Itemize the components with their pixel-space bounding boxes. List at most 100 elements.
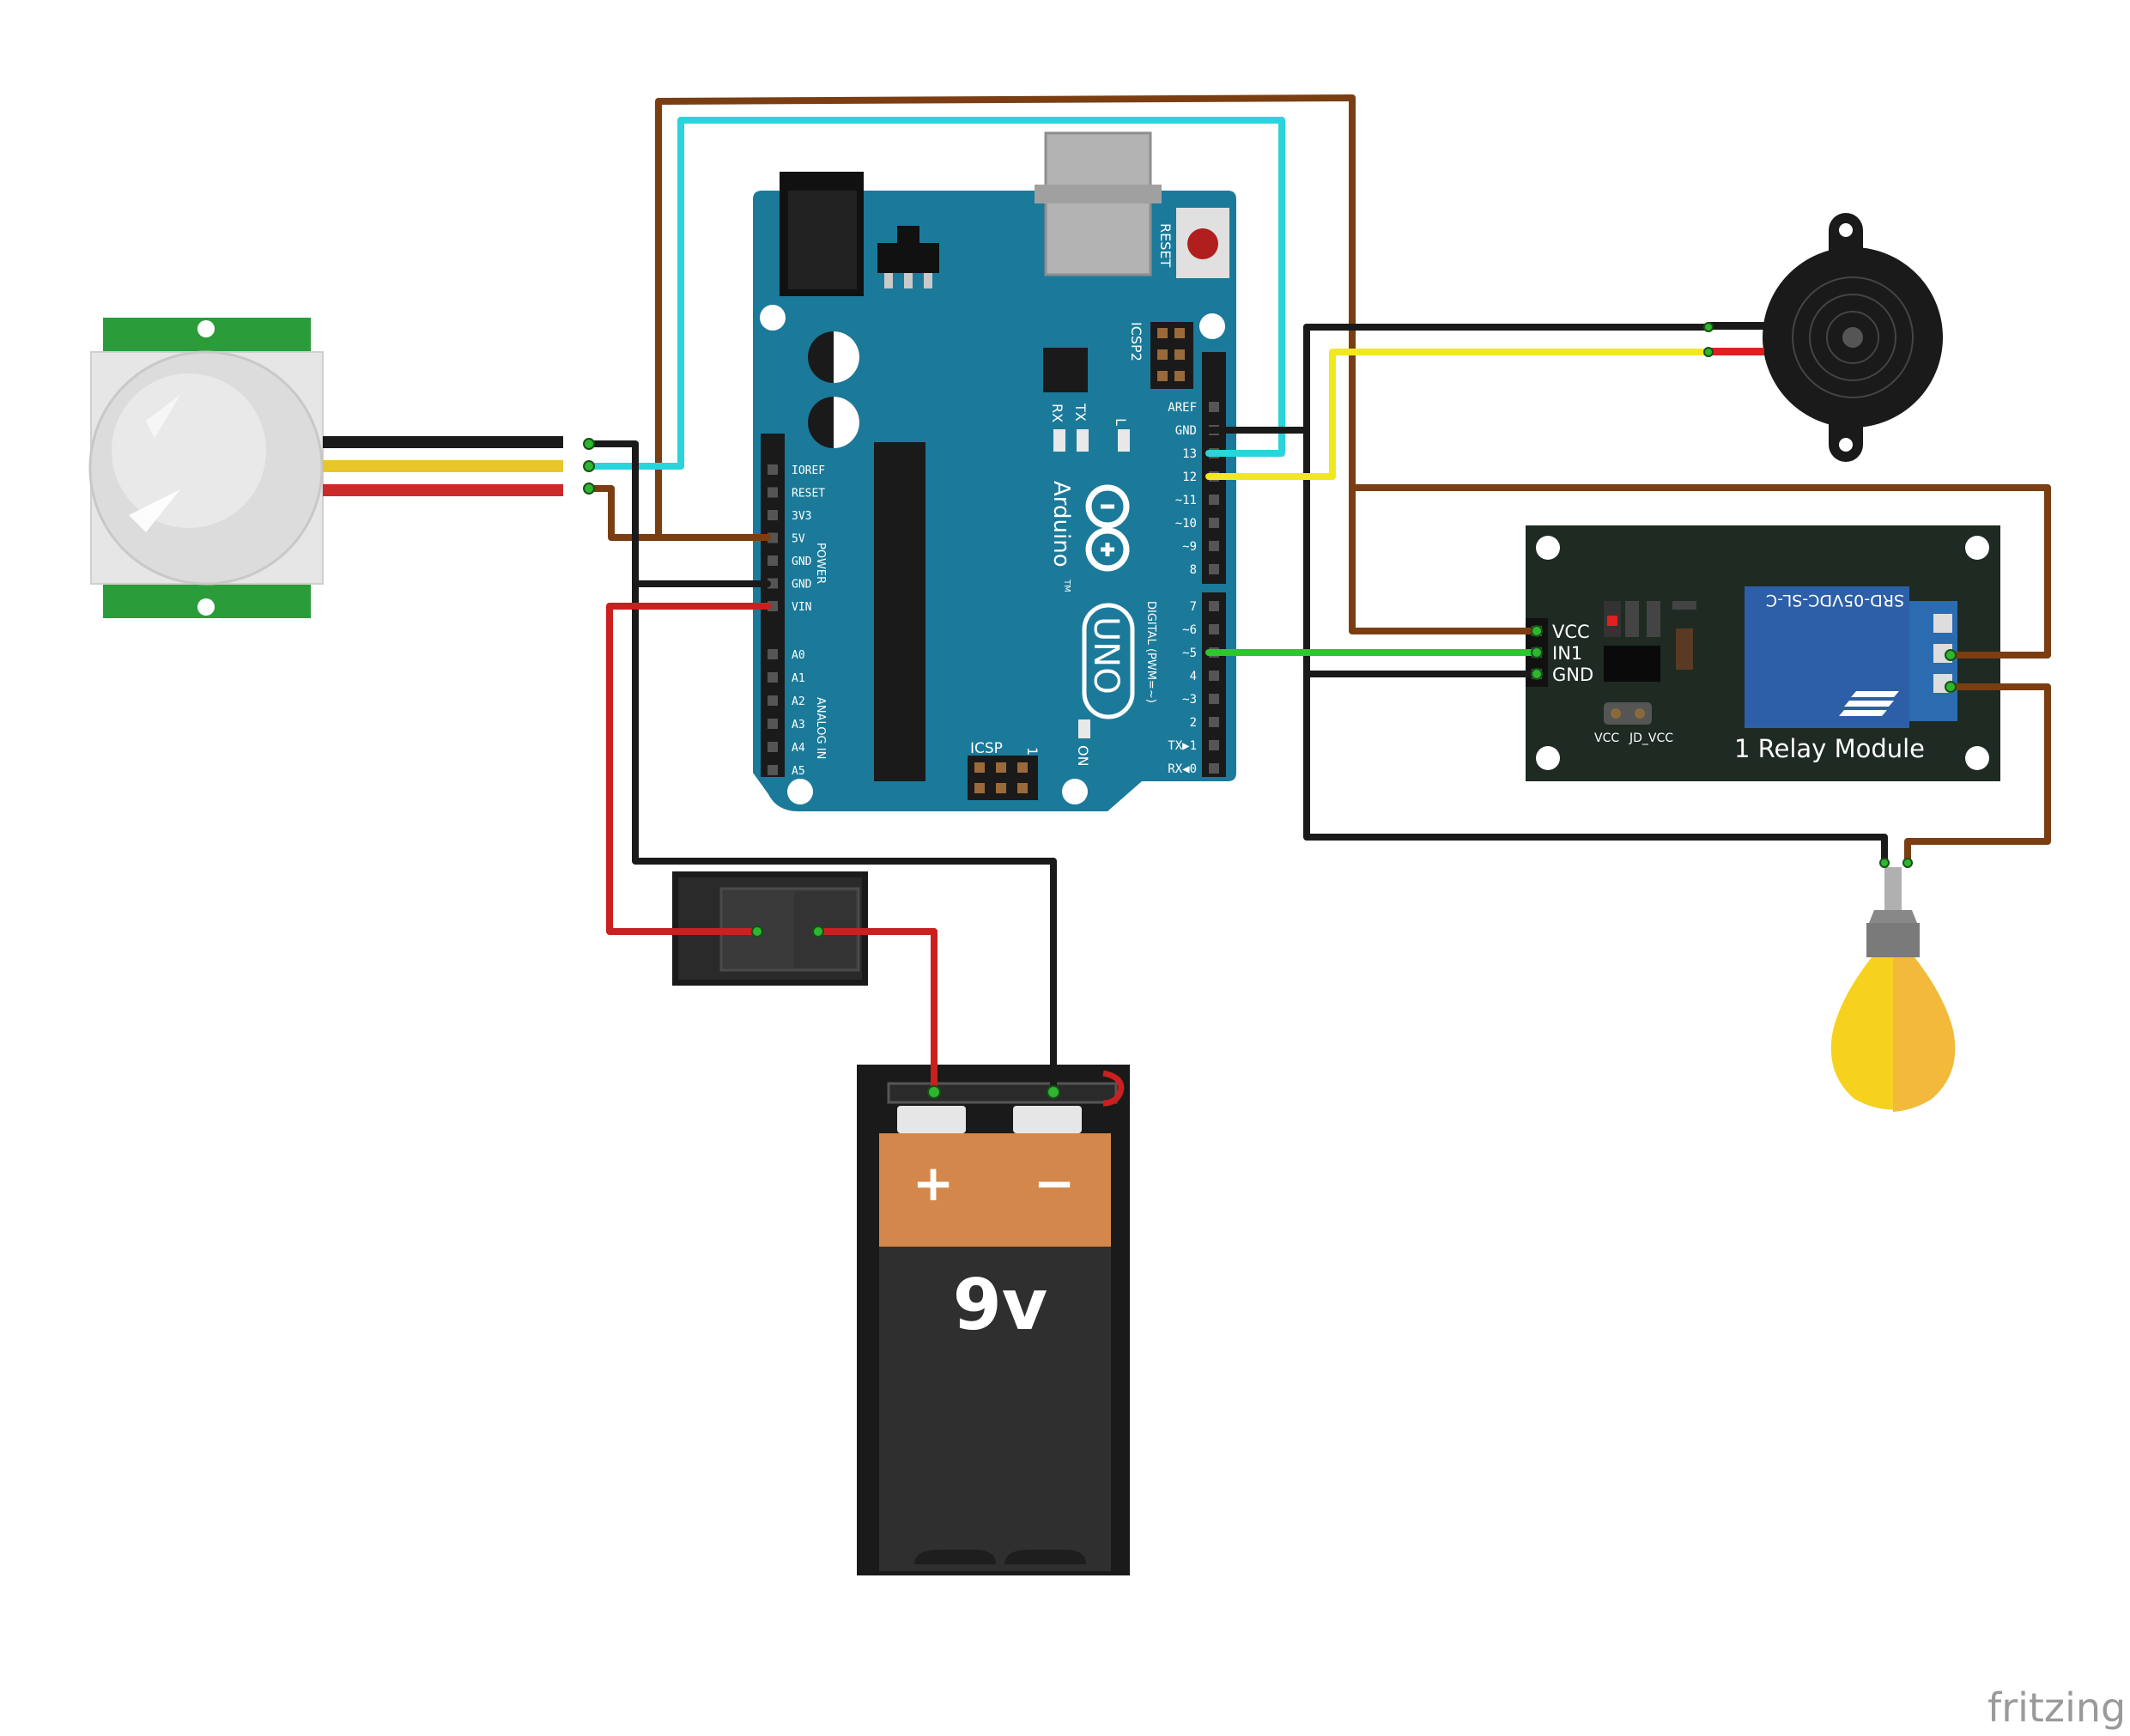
usb-chip [1043, 348, 1088, 392]
wire-gnd-relay [1303, 324, 1540, 677]
bulb-socket [1866, 923, 1920, 957]
relay-transistor [1604, 646, 1660, 682]
relay-label-vcc: VCC [1552, 622, 1590, 642]
wire-gnd-battery [586, 440, 1057, 1096]
digital-bottom-pin-3 [1209, 671, 1219, 681]
icsp-label: ICSP [970, 740, 1003, 757]
icsp-header [968, 756, 1038, 800]
digital-bottom-pin-0 [1209, 601, 1219, 611]
buzzer-hole-bottom [1839, 438, 1853, 452]
digital-top-label-4: ~11 [1175, 494, 1197, 507]
digital-top-pin-0 [1209, 402, 1219, 412]
wire-12-buzzer [1205, 349, 1712, 480]
pir-sensor [88, 318, 563, 618]
digital-top-pin-7 [1209, 564, 1219, 574]
digital-bottom-label-0: 7 [1190, 600, 1197, 614]
analog-label-2: A2 [792, 695, 805, 708]
battery-body [879, 1247, 1111, 1571]
analog-label-1: A1 [792, 672, 805, 685]
power-label-0: IOREF [792, 464, 825, 477]
power-header-label: POWER [814, 543, 827, 584]
voltage-regulator [877, 243, 939, 273]
buzzer-hole-top [1839, 223, 1853, 237]
usb-port [1044, 131, 1152, 276]
pir-hole-bottom [197, 598, 215, 616]
digital-bottom-label-5: 2 [1190, 716, 1197, 730]
battery-copper-top [879, 1133, 1111, 1247]
on-label: ON [1075, 745, 1091, 767]
power-label-4: GND [792, 555, 812, 568]
digital-top-pin-4 [1209, 495, 1219, 505]
jumper-jdvcc-label: JD_VCC [1629, 731, 1673, 745]
relay-label-in1: IN1 [1552, 643, 1582, 664]
brand-text: Arduino [1048, 481, 1074, 568]
arduino-hole-3 [787, 779, 813, 804]
digital-top-label-3: 12 [1182, 470, 1197, 484]
led-on [1078, 719, 1090, 738]
pir-dome-glint [129, 489, 180, 532]
usb-flange [1035, 185, 1162, 203]
arduino-uno: RESET ICSP2 RX TX L ON [753, 131, 1236, 811]
battery-red-loop [1102, 1070, 1125, 1107]
relay-hole-3 [1536, 746, 1560, 770]
pir-hole-top [197, 320, 215, 337]
digital-bottom-label-7: RX◀0 [1168, 762, 1197, 776]
pir-lead-gnd [323, 436, 563, 448]
reset-label: RESET [1157, 223, 1174, 267]
arduino-hole-4 [1062, 779, 1088, 804]
atmega-chip [874, 442, 925, 781]
power-label-6: VIN [792, 601, 811, 614]
jumper-vcc-label: VCC [1594, 731, 1619, 745]
relay-smd-1 [1672, 601, 1696, 610]
power-pin-2 [768, 510, 778, 520]
regulator-leg-2 [904, 273, 913, 288]
analog-label-0: A0 [792, 649, 805, 662]
battery-terminal-plus [897, 1106, 966, 1133]
pir-dome-highlight [112, 373, 266, 528]
battery-groove-2 [1004, 1550, 1086, 1564]
digital-top-label-2: 13 [1182, 447, 1197, 461]
digital-top-label-1: GND [1175, 424, 1197, 438]
buzzer-lead-pos [1708, 348, 1764, 355]
wire-pir-out-13 [586, 117, 1285, 470]
reset-button[interactable] [1187, 228, 1218, 259]
power-pin-0 [768, 464, 778, 475]
uno-badge [1082, 603, 1135, 719]
power-pin-6 [768, 601, 778, 611]
jumper-pin-2 [1635, 708, 1645, 719]
led-rx [1053, 429, 1065, 452]
piezo-buzzer [1708, 213, 1943, 462]
battery-snap [887, 1082, 1118, 1104]
digital-top-label-6: ~9 [1182, 540, 1197, 554]
jumper-pin-1 [1611, 708, 1621, 719]
analog-pin-3 [768, 719, 778, 729]
relay-hole-2 [1965, 536, 1989, 560]
power-label-2: 3V3 [792, 510, 811, 523]
relay-module-label: 1 Relay Module [1734, 734, 1925, 763]
analog-pin-4 [768, 742, 778, 752]
wire-relay-com [1349, 484, 2051, 659]
pir-dome-glint-2 [146, 395, 180, 438]
buzzer-ring-3 [1826, 311, 1879, 364]
relay-hole-1 [1536, 536, 1560, 560]
power-label-1: RESET [792, 488, 825, 501]
capacitor-1-mark [834, 331, 859, 383]
battery-9v: + − 9v [857, 1065, 1130, 1575]
battery-groove-1 [914, 1550, 996, 1564]
arduino-board [753, 191, 1236, 811]
analog-label-5: A5 [792, 765, 805, 778]
light-bulb [1830, 867, 1956, 1112]
relay-part-label: SRD-05VDC-SL-C [1766, 591, 1904, 610]
capacitor-2-mark [834, 397, 859, 448]
wire-vin-switch [606, 603, 771, 935]
led-tx [1077, 429, 1089, 452]
digital-header-label: DIGITAL (PWM=~) [1144, 601, 1157, 703]
power-label-5: GND [792, 579, 812, 592]
regulator-leg-1 [884, 273, 893, 288]
digital-bottom-pin-5 [1209, 717, 1219, 727]
buzzer-ring-1 [1792, 276, 1914, 398]
analog-header-label: ANALOG IN [814, 697, 827, 759]
buzzer-ring-2 [1809, 294, 1896, 381]
